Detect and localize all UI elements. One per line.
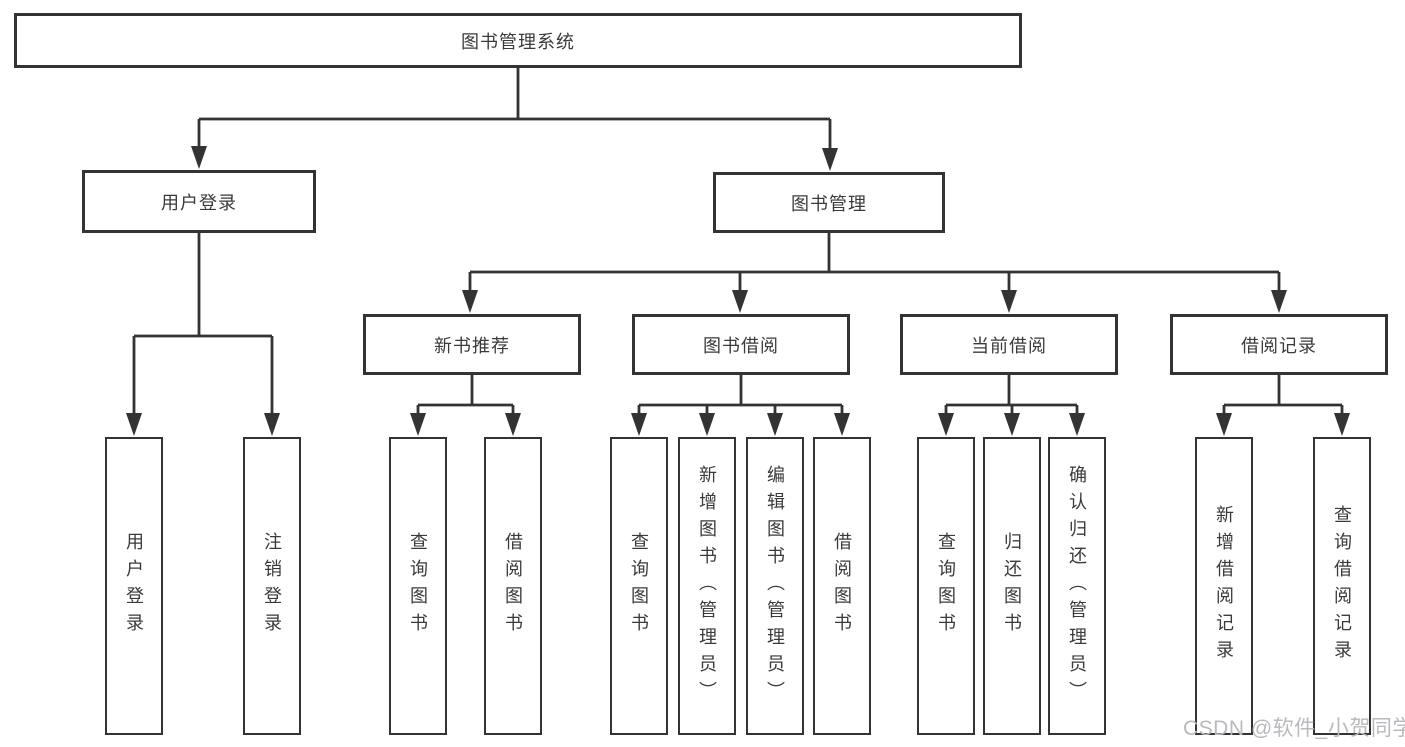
node-book-management: 图书管理 xyxy=(713,172,945,233)
node-book-borrowing: 图书借阅 xyxy=(632,314,850,375)
node-leaf-add-borrow-record: 新增借阅记录 xyxy=(1195,437,1253,735)
node-label: 借阅图书 xyxy=(832,532,852,640)
node-label: 归还图书 xyxy=(1002,532,1022,640)
node-label: 图书管理系统 xyxy=(461,31,575,52)
node-leaf-return-book: 归还图书 xyxy=(983,437,1041,735)
node-new-book-recommendation: 新书推荐 xyxy=(363,314,581,375)
node-label: 新增图书（管理员） xyxy=(697,464,717,708)
node-label: 用户登录 xyxy=(124,532,144,640)
node-label: 图书管理 xyxy=(791,193,867,214)
node-label: 注销登录 xyxy=(262,532,282,640)
node-leaf-query-books-borrowing: 查询图书 xyxy=(610,437,668,735)
connector-paths xyxy=(132,68,1344,418)
node-label: 用户登录 xyxy=(161,192,237,213)
node-label: 当前借阅 xyxy=(971,335,1047,356)
node-leaf-logout: 注销登录 xyxy=(243,437,301,735)
node-label: 借阅图书 xyxy=(503,532,523,640)
node-leaf-add-book-admin: 新增图书（管理员） xyxy=(678,437,736,735)
node-label: 新增借阅记录 xyxy=(1214,505,1234,667)
node-leaf-user-login: 用户登录 xyxy=(105,437,163,735)
node-borrowing-records: 借阅记录 xyxy=(1170,314,1388,375)
node-current-borrowing: 当前借阅 xyxy=(900,314,1118,375)
node-label: 图书借阅 xyxy=(703,335,779,356)
node-user-login: 用户登录 xyxy=(82,170,316,233)
node-label: 新书推荐 xyxy=(434,335,510,356)
csdn-watermark: CSDN @软件_小贺同学 xyxy=(1183,717,1405,740)
node-leaf-borrow-books-newrec: 借阅图书 xyxy=(484,437,542,735)
node-label: 查询图书 xyxy=(936,532,956,640)
node-label: 查询图书 xyxy=(408,532,428,640)
node-label: 确认归还（管理员） xyxy=(1067,464,1087,708)
node-leaf-borrow-books-borrowing: 借阅图书 xyxy=(813,437,871,735)
node-leaf-edit-book-admin: 编辑图书（管理员） xyxy=(746,437,804,735)
arrowheads xyxy=(126,146,1350,436)
node-label: 借阅记录 xyxy=(1241,335,1317,356)
node-label: 编辑图书（管理员） xyxy=(765,464,785,708)
node-label: 查询图书 xyxy=(629,532,649,640)
node-leaf-query-books-newrec: 查询图书 xyxy=(389,437,447,735)
node-leaf-query-borrow-record: 查询借阅记录 xyxy=(1313,437,1371,735)
node-label: 查询借阅记录 xyxy=(1332,505,1352,667)
node-leaf-confirm-return-admin: 确认归还（管理员） xyxy=(1048,437,1106,735)
node-leaf-query-books-current: 查询图书 xyxy=(917,437,975,735)
node-library-management-system: 图书管理系统 xyxy=(14,13,1022,68)
